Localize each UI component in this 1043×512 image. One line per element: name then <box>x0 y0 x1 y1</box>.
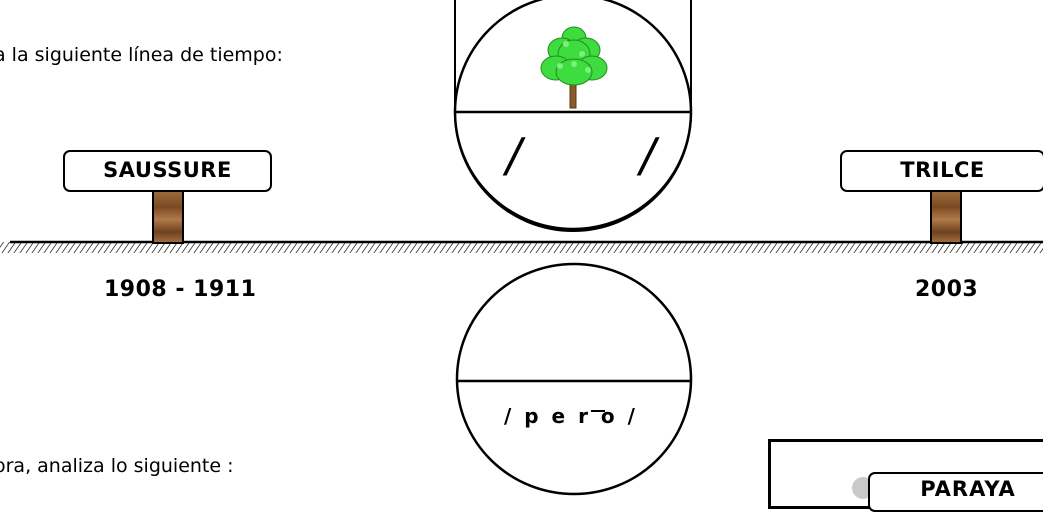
phon-circle-outline <box>455 262 693 496</box>
left-year: 1908 - 1911 <box>104 277 257 302</box>
right-sign: TRILCE <box>840 150 1043 192</box>
tree-icon <box>540 26 608 109</box>
signifier-slash-left: / <box>506 128 522 182</box>
overline-mark <box>591 410 605 412</box>
signifier-slash-right: / <box>640 128 656 182</box>
partial-sign: PARAYA <box>868 472 1043 512</box>
sign-circle-outline <box>453 0 693 231</box>
outro-text: ora, analiza lo siguiente : <box>0 455 234 477</box>
transcription-text: / p e r o / <box>504 404 638 428</box>
right-year: 2003 <box>915 277 979 302</box>
left-signpost-post <box>152 190 184 244</box>
left-sign: SAUSSURE <box>63 150 272 192</box>
phonological-transcription: / p e r o / <box>504 404 638 428</box>
intro-text: a la siguiente línea de tiempo: <box>0 44 283 66</box>
right-signpost-post <box>930 190 962 244</box>
